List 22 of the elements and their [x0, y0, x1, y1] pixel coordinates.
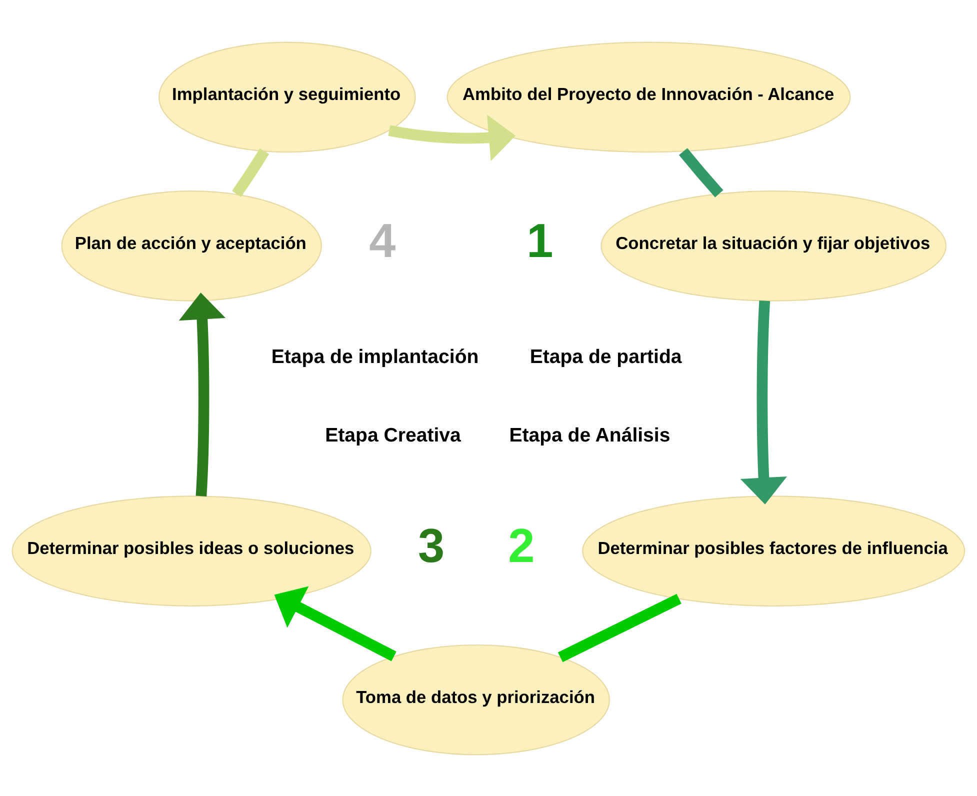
label: Etapa de Análisis	[509, 424, 670, 446]
label: Etapa de implantación	[271, 346, 479, 368]
label: Etapa de partida	[530, 346, 682, 368]
label: 2	[508, 520, 535, 573]
label: 1	[526, 214, 554, 268]
node-ellipse: Toma de datos y priorización	[342, 644, 610, 755]
connector	[678, 148, 724, 197]
arrow	[274, 586, 396, 661]
connector	[558, 593, 682, 662]
node-ellipse: Ambito del Proyecto de Innovación - Alcance	[446, 41, 851, 152]
label: Etapa Creativa	[325, 424, 461, 446]
node-ellipse: Concretar la situación y fijar objetivos	[600, 190, 946, 301]
node-ellipse: Implantación y seguimiento	[158, 41, 416, 152]
label: 4	[369, 214, 396, 268]
node-ellipse: Determinar posibles factores de influencia	[582, 495, 966, 606]
label: 3	[418, 520, 445, 573]
arrow	[178, 292, 226, 496]
arrow	[388, 114, 516, 161]
arrow	[740, 300, 788, 504]
connector	[232, 148, 270, 197]
node-ellipse: Plan de acción y aceptación	[61, 190, 322, 301]
node-ellipse: Determinar posibles ideas o soluciones	[12, 495, 372, 606]
